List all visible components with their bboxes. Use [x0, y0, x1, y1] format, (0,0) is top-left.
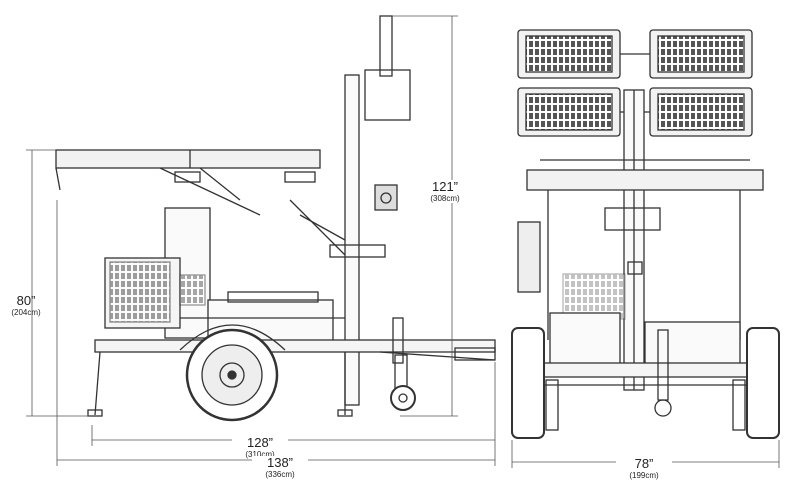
mast-side [289, 15, 411, 406]
wheels-front [511, 327, 780, 439]
wheelbase-length-value: 128” [246, 435, 274, 450]
body-front [537, 273, 757, 386]
front-view [511, 29, 780, 439]
label-overall-length: 138” (336cm) [252, 456, 308, 479]
jockey-wheel [390, 354, 416, 411]
trailer-height-metric: (204cm) [11, 308, 41, 317]
overall-length-metric: (336cm) [265, 470, 295, 479]
wheelbase-length-metric: (310cm) [245, 450, 275, 459]
mast-front [604, 89, 661, 391]
overall-width-value: 78” [634, 456, 654, 471]
label-wheelbase-length: 128” (310cm) [232, 436, 288, 459]
wheel-side [179, 324, 286, 422]
overall-width-metric: (199cm) [629, 471, 659, 480]
overall-height-value: 121” [431, 179, 459, 194]
light-heads [517, 29, 753, 137]
label-trailer-height: 80” (204cm) [4, 294, 48, 317]
overall-length-value: 138” [266, 455, 294, 470]
solar-panel-side [55, 149, 321, 216]
label-overall-width: 78” (199cm) [616, 457, 672, 480]
trailer-height-value: 80” [16, 293, 36, 308]
overall-height-metric: (308cm) [430, 194, 460, 203]
label-overall-height: 121” (308cm) [420, 180, 470, 203]
solar-frame-front [517, 159, 764, 340]
generator-box [104, 207, 334, 351]
side-view [55, 15, 496, 422]
